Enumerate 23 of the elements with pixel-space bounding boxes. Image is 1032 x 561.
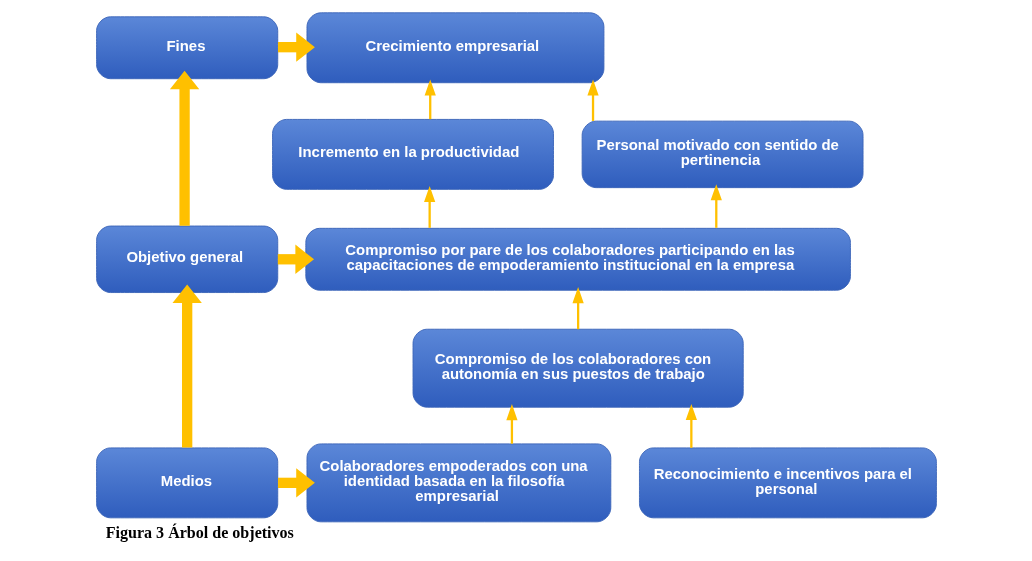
arrow [505,404,518,444]
node-box: Personal motivado con sentido de pertinencia [581,120,863,189]
node-box: Crecimiento empresarial [306,12,604,84]
arrow [277,244,314,274]
node-box: Reconocimiento e incentivos para el personal [638,447,937,519]
node-box: Fines [95,16,278,80]
caption: Figura 3 Árbol de objetivos [105,524,294,542]
arrow [586,79,599,121]
arrow [710,184,722,228]
arrow [277,468,315,498]
arrow [169,70,199,226]
node-box: Compromiso de los colaboradores con autonomía en sus puestos de trabajo [412,328,744,408]
arrow [277,32,315,62]
arrow [423,186,435,228]
node-box: Incremento en la productividad [271,118,554,190]
arrow [171,284,202,448]
arrow [685,403,697,448]
arrow [424,79,436,120]
node-box: Colaboradores empoderados con una identidad basada en la filosofía empresarial [306,443,611,523]
node-box: Objetivo general [95,225,278,293]
node-box: Compromiso por pare de los colaboradores participando en las capacitaciones de empoderamiento institucional en la empresa [304,227,851,291]
node-box: Medios [95,447,278,519]
arrow [572,287,584,330]
